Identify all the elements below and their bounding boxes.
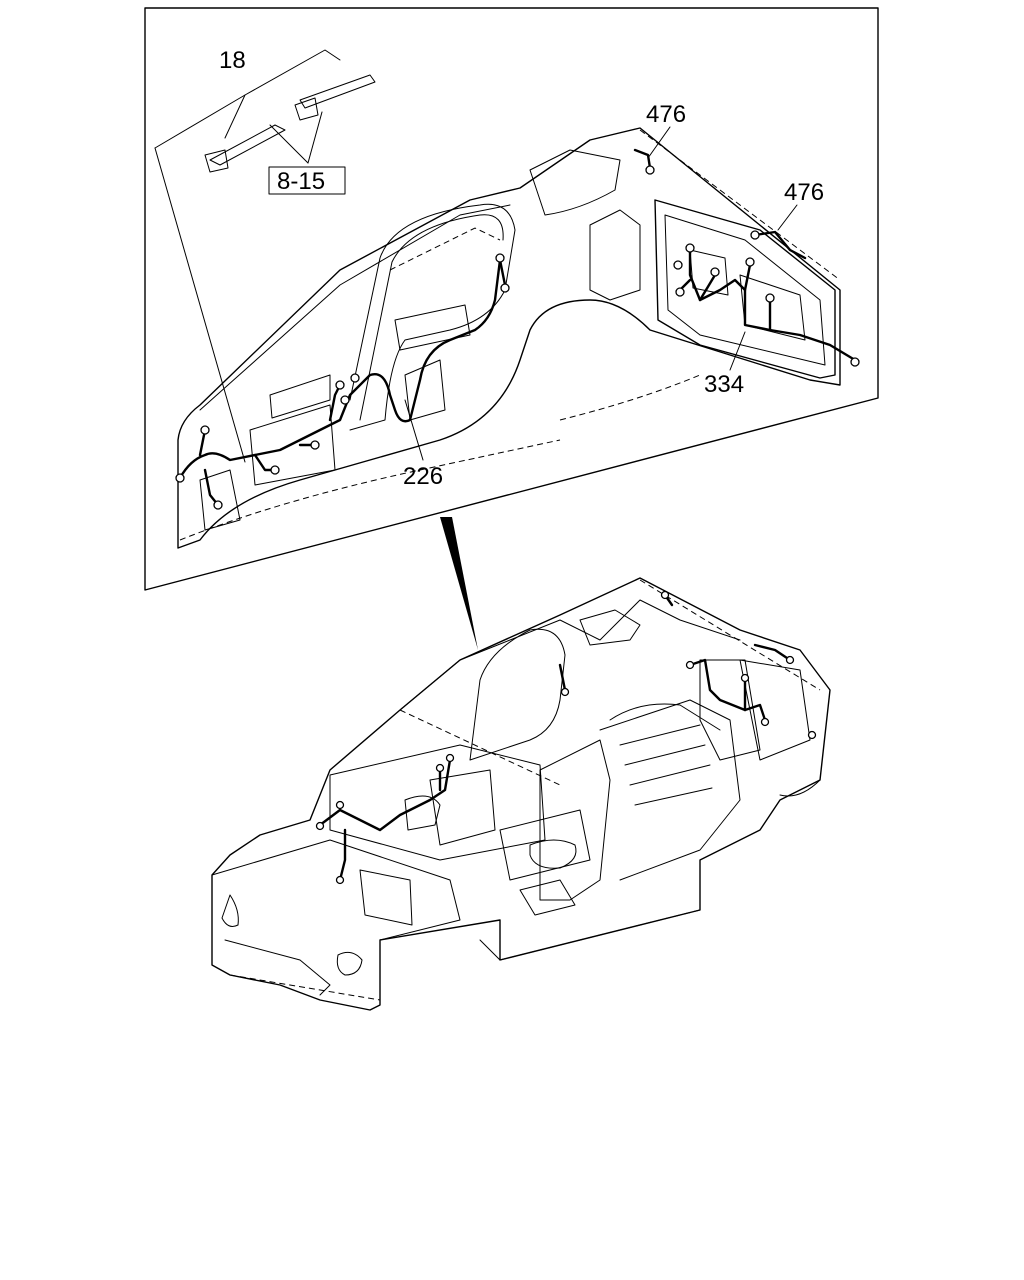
callout-8-15-box [268, 166, 346, 195]
inset-body-side-panel [177, 127, 841, 549]
inset-connectors-226 [175, 253, 510, 510]
main-rear-door-opening [469, 628, 566, 761]
inset-connectors-334 [673, 243, 860, 367]
callout-226: 226 [403, 463, 443, 490]
callout-476-upper: 476 [646, 101, 686, 128]
callout-18: 18 [219, 47, 246, 74]
main-connectors [315, 590, 817, 885]
callout-8-15: 8-15 [277, 168, 325, 195]
callout-334: 334 [704, 371, 744, 398]
inset-pointer [440, 517, 478, 650]
main-cargo-floor-ribs [619, 724, 713, 806]
inset-rear-panel [654, 199, 836, 379]
main-body-shell [211, 577, 831, 1011]
detail-inset-frame [144, 7, 879, 591]
leader-lines [154, 49, 798, 463]
clip-parts [204, 74, 376, 173]
main-quarter-window [579, 609, 641, 646]
inset-harness-476 [633, 148, 807, 260]
quarter-window [529, 149, 621, 216]
main-harness [318, 593, 792, 882]
callout-476-rear: 476 [784, 179, 824, 206]
main-b-pillar [539, 739, 611, 901]
inset-harness-334 [678, 248, 857, 362]
